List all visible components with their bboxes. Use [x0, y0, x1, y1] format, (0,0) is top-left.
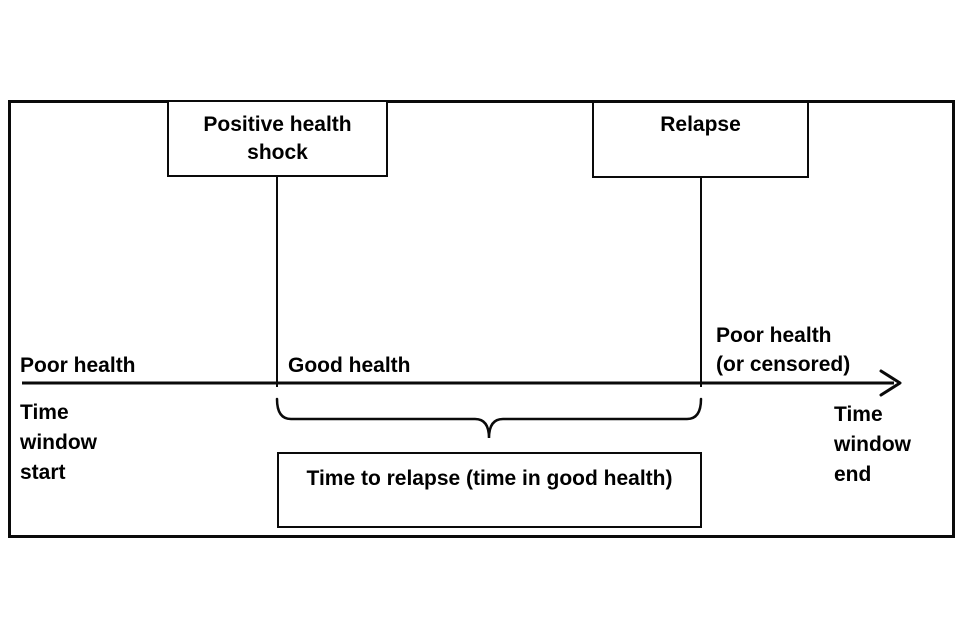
time-window-start-label: Time window start [20, 401, 97, 484]
relapse-box: Relapse [592, 101, 809, 178]
relapse-label: Relapse [660, 113, 741, 136]
time-window-end-label: Time window end [834, 403, 911, 486]
poor-health-left-label: Poor health [20, 354, 136, 377]
diagram-frame [8, 100, 955, 538]
positive-health-shock-box: Positive health shock [167, 100, 388, 177]
good-health-label: Good health [288, 354, 411, 377]
positive-health-shock-label: Positive health shock [203, 112, 352, 164]
time-to-relapse-box: Time to relapse (time in good health) [277, 452, 702, 528]
poor-health-censored-label: Poor health (or censored) [716, 324, 851, 376]
time-to-relapse-label: Time to relapse (time in good health) [306, 467, 673, 490]
